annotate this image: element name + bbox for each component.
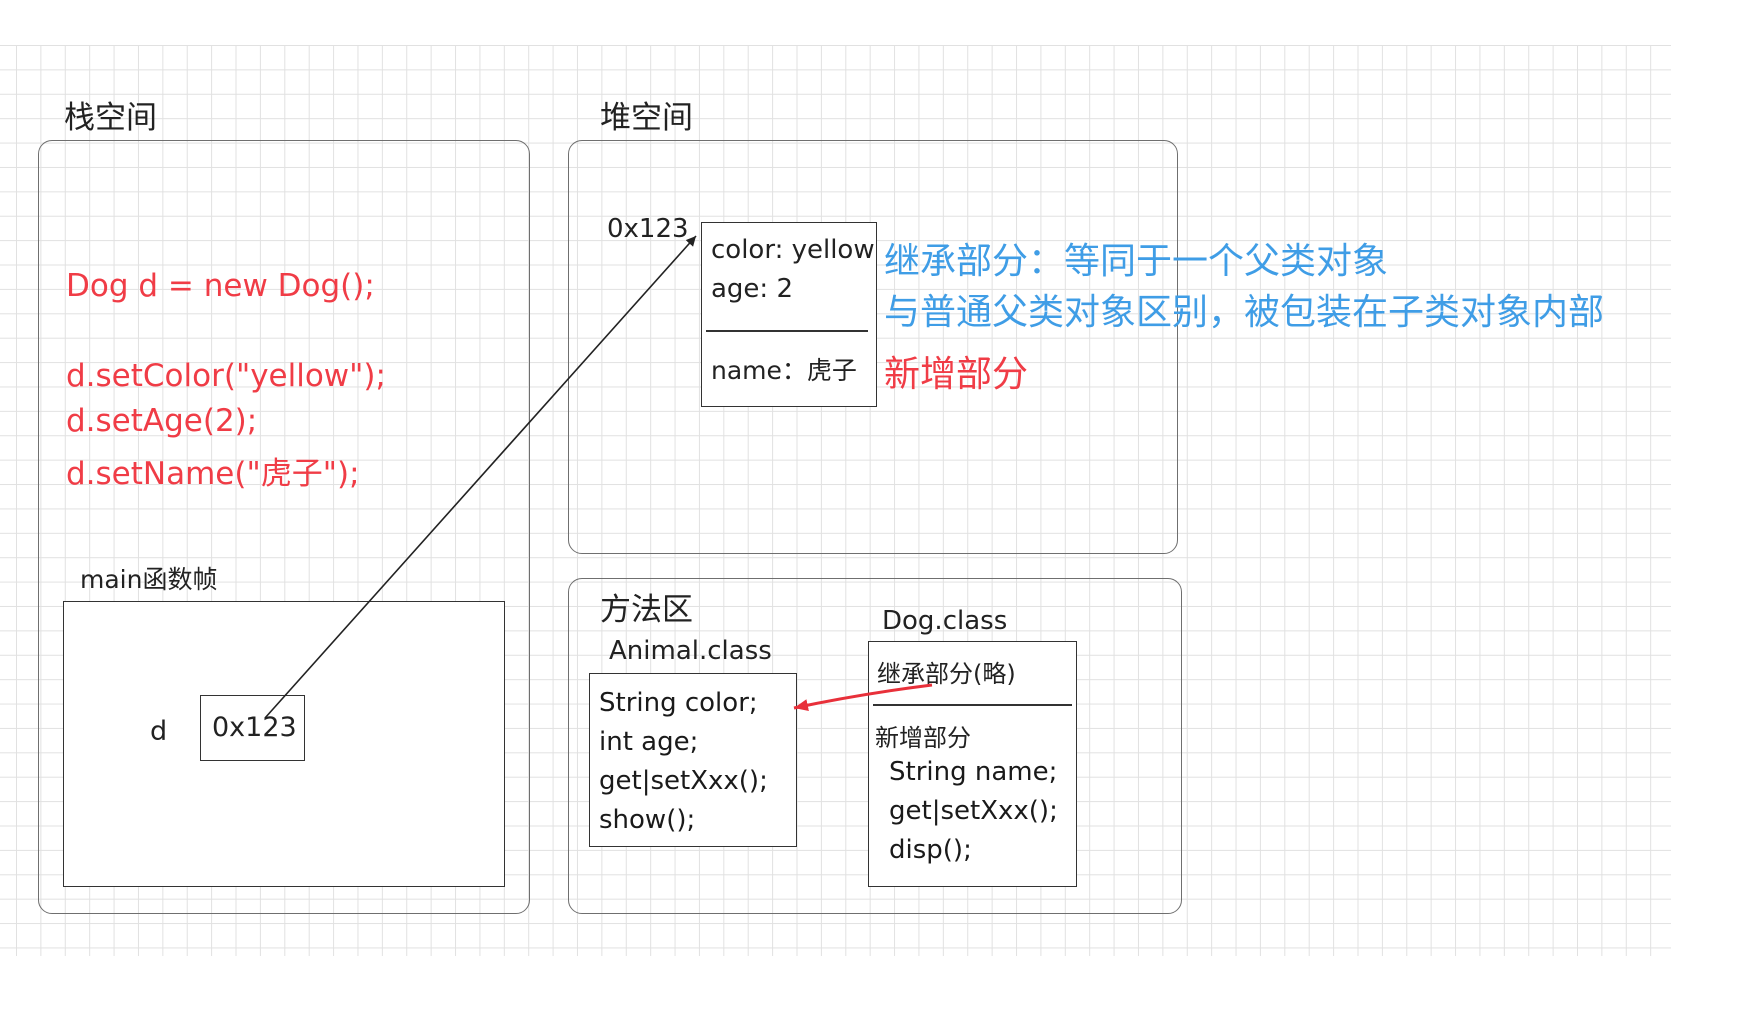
heap-title: 堆空间 [600, 100, 693, 136]
class-member: show(); [599, 805, 696, 835]
var-value: 0x123 [212, 712, 297, 743]
code-line: d.setColor("yellow"); [66, 358, 386, 394]
class-member: String color; [599, 688, 758, 718]
class-member: int age; [599, 727, 699, 757]
var-box: 0x123 [200, 695, 305, 761]
method-area-title: 方法区 [600, 592, 693, 628]
var-name: d [150, 716, 168, 747]
inherited-note-line2: 与普通父类对象区别，被包装在子类对象内部 [884, 292, 1605, 333]
code-line: Dog d = new Dog(); [66, 268, 375, 304]
animal-class-title: Animal.class [609, 636, 772, 666]
dog-new-label: 新增部分 [875, 724, 971, 752]
animal-class-box: String color; int age; get|setXxx(); sho… [589, 673, 797, 847]
code-line: d.setAge(2); [66, 403, 258, 439]
class-member: String name; [889, 757, 1058, 787]
object-field: color: yellow [711, 235, 875, 265]
object-divider [706, 330, 868, 332]
dog-class-box: 继承部分(略) 新增部分 String name; get|setXxx(); … [868, 641, 1077, 887]
object-field: age: 2 [711, 274, 793, 304]
dog-class-title: Dog.class [882, 606, 1008, 636]
dog-class-divider [873, 704, 1072, 706]
stack-title: 栈空间 [64, 100, 157, 136]
object-field: name：虎子 [711, 356, 857, 385]
class-member: get|setXxx(); [889, 796, 1058, 826]
heap-address: 0x123 [607, 214, 689, 244]
inherited-note-line1: 继承部分：等同于一个父类对象 [884, 241, 1389, 282]
code-line: d.setName("虎子"); [66, 456, 360, 492]
frame-label: main函数帧 [80, 565, 218, 594]
new-part-note: 新增部分 [884, 354, 1029, 395]
dog-inherited-label: 继承部分(略) [877, 660, 1016, 688]
class-member: disp(); [889, 835, 972, 865]
class-member: get|setXxx(); [599, 766, 768, 796]
dog-object: color: yellow age: 2 name：虎子 [701, 222, 877, 407]
method-area-panel [568, 578, 1182, 914]
